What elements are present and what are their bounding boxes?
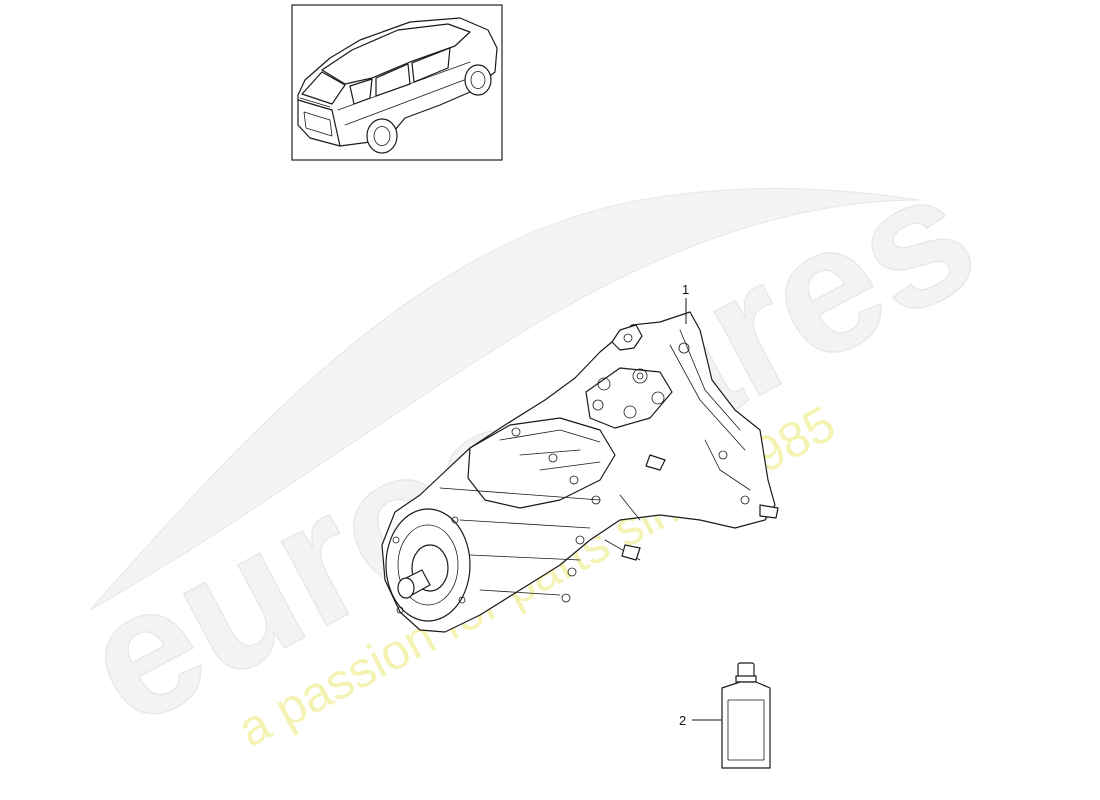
callout-1: 1	[682, 282, 689, 324]
callout-1-number: 1	[682, 282, 689, 297]
suv-illustration	[297, 17, 498, 154]
vehicle-thumbnail	[291, 4, 503, 161]
oil-bottle-illustration	[721, 662, 771, 769]
watermark-swoosh	[89, 187, 921, 611]
transmission-illustration	[381, 311, 779, 633]
callout-2-number: 2	[679, 713, 686, 728]
callout-2: 2	[679, 713, 722, 728]
